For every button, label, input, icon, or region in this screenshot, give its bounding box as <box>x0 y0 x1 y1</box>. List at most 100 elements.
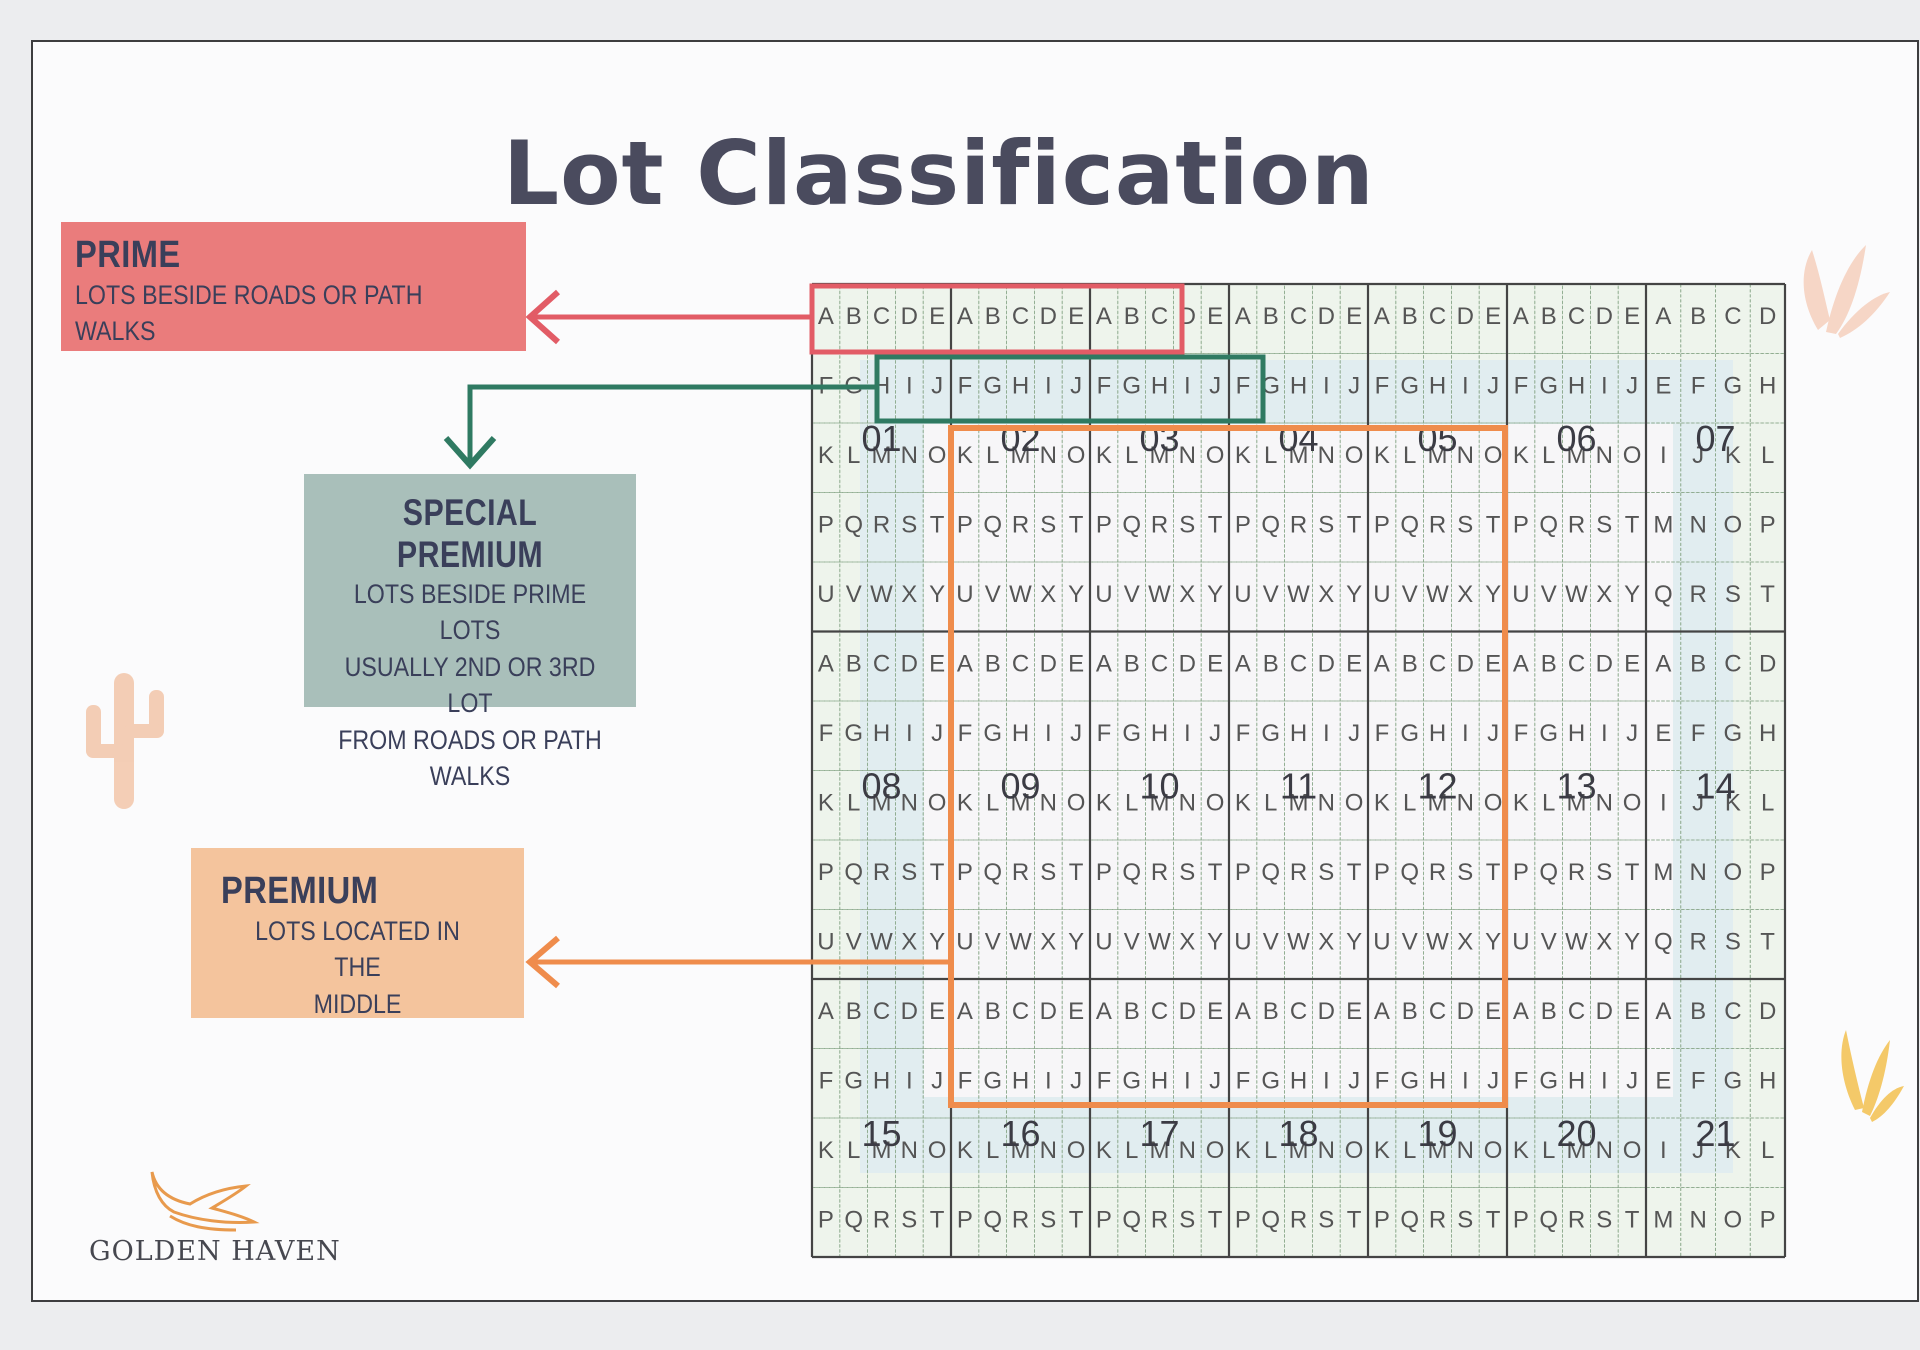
lot-label: H <box>1759 720 1776 747</box>
lot-label: H <box>1759 373 1776 400</box>
lot-cell <box>1423 978 1452 1049</box>
lot-label: S <box>1179 1207 1195 1234</box>
lot-label: F <box>958 1068 973 1095</box>
premium-legend: PREMIUM LOTS LOCATED IN THE MIDDLE <box>191 848 524 1019</box>
lot-label: R <box>1429 1207 1446 1234</box>
lot-label: K <box>957 442 973 469</box>
lot-label: V <box>1263 581 1279 608</box>
lot-cell <box>839 422 868 493</box>
lot-label: O <box>1623 1137 1642 1164</box>
lot-cell <box>1145 631 1174 702</box>
lot-label: F <box>1097 373 1112 400</box>
lot-label: U <box>1095 581 1112 608</box>
lot-label: I <box>906 1068 913 1095</box>
lot-label: I <box>1045 720 1052 747</box>
lot-label: O <box>1345 790 1364 817</box>
lot-label: D <box>901 651 918 678</box>
lot-cell <box>950 631 980 702</box>
lot-label: A <box>1096 998 1112 1025</box>
lot-label: X <box>1179 581 1195 608</box>
lot-cell <box>1423 770 1452 841</box>
lot-label: J <box>1070 373 1082 400</box>
lot-label: L <box>1125 790 1138 817</box>
lot-label: V <box>1124 929 1140 956</box>
lot-label: D <box>1457 651 1474 678</box>
lot-label: F <box>1691 1068 1706 1095</box>
lot-label: T <box>1625 1207 1640 1234</box>
lot-cell <box>867 978 896 1049</box>
lot-cell <box>1395 770 1425 841</box>
lot-cell <box>811 492 841 563</box>
lot-label: A <box>957 998 973 1025</box>
special-premium-heading: SPECIAL PREMIUM <box>396 492 544 575</box>
lot-cell <box>1034 422 1063 493</box>
lot-cell <box>895 1048 924 1119</box>
lot-label: R <box>873 512 890 539</box>
lot-cell <box>978 700 1007 771</box>
lot-cell <box>1423 283 1452 354</box>
lot-label: W <box>1565 581 1588 608</box>
lot-label: N <box>1179 790 1196 817</box>
lot-cell <box>1590 353 1619 424</box>
lot-label: B <box>1124 998 1140 1025</box>
lot-cell <box>1451 492 1480 563</box>
lot-cell <box>1367 1048 1397 1119</box>
lot-label: G <box>1539 373 1558 400</box>
lot-cell <box>1312 1048 1341 1119</box>
lot-cell <box>1506 1048 1536 1119</box>
lot-label: V <box>1541 581 1557 608</box>
special-premium-arrowhead <box>443 436 497 470</box>
lot-label: A <box>1513 998 1529 1025</box>
lot-label: Y <box>1346 929 1362 956</box>
lot-label: G <box>844 1068 863 1095</box>
lot-label: A <box>818 998 834 1025</box>
lot-label: G <box>1261 373 1280 400</box>
lot-label: R <box>873 1207 890 1234</box>
lot-cell <box>1506 700 1536 771</box>
lot-label: E <box>1346 998 1362 1025</box>
lot-label: T <box>1347 512 1362 539</box>
lot-label: R <box>1429 512 1446 539</box>
lot-label: I <box>1323 1068 1330 1095</box>
lot-cell <box>978 422 1007 493</box>
lot-cell <box>1590 492 1619 563</box>
lot-cell <box>1284 422 1313 493</box>
lot-label: N <box>1040 1137 1057 1164</box>
lot-label: O <box>928 1137 947 1164</box>
lot-label: T <box>1069 512 1084 539</box>
lot-label: H <box>1759 1068 1776 1095</box>
lot-cell <box>1395 283 1425 354</box>
lot-cell <box>1089 839 1119 910</box>
lot-label: P <box>1374 859 1390 886</box>
lot-cell <box>1256 839 1286 910</box>
lot-label: P <box>1513 859 1529 886</box>
lot-label: Q <box>1654 581 1673 608</box>
lot-label: D <box>1040 651 1057 678</box>
lot-label: A <box>1374 651 1390 678</box>
lot-cell <box>1173 978 1202 1049</box>
lot-cell <box>1534 1117 1564 1188</box>
lot-label: F <box>1514 373 1529 400</box>
lot-label: L <box>1761 1137 1774 1164</box>
lot-label: G <box>983 1068 1002 1095</box>
lot-cell <box>839 631 868 702</box>
lot-label: Y <box>1068 929 1084 956</box>
lot-label: B <box>1690 651 1706 678</box>
lot-label: O <box>1206 1137 1225 1164</box>
lot-label: R <box>1689 581 1706 608</box>
lot-cell <box>1034 700 1063 771</box>
lot-cell <box>1534 422 1564 493</box>
lot-label: E <box>1624 651 1640 678</box>
premium-arrowhead <box>525 935 560 989</box>
lot-cell <box>1423 839 1452 910</box>
lot-label: K <box>1374 442 1390 469</box>
lot-label: X <box>1040 929 1056 956</box>
lot-label: J <box>1626 373 1638 400</box>
lot-label: J <box>1348 720 1360 747</box>
lot-cell <box>1089 770 1119 841</box>
lot-label: J <box>931 720 943 747</box>
lot-label: N <box>1179 442 1196 469</box>
lot-label: G <box>1400 1068 1419 1095</box>
lot-label: B <box>1124 303 1140 330</box>
block-number: 20 <box>1556 1113 1596 1154</box>
